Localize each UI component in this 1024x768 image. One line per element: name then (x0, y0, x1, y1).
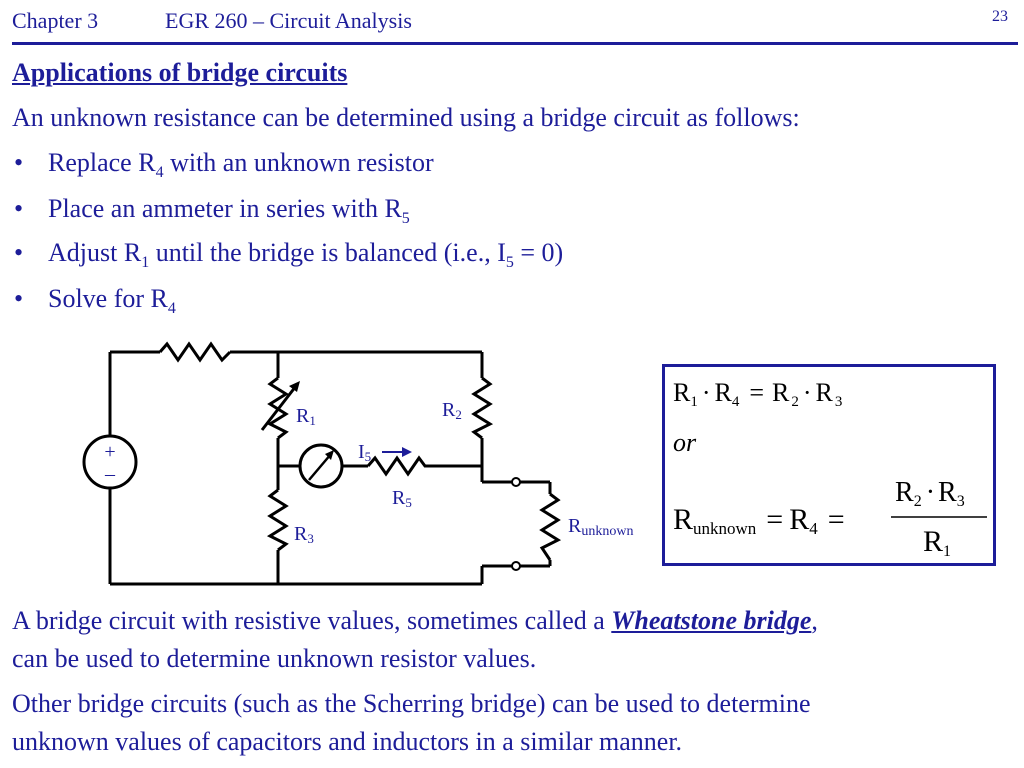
course-title: EGR 260 – Circuit Analysis (165, 8, 412, 33)
bullet-item: •Replace R4 with an unknown resistor (14, 148, 434, 182)
label-r3: R3 (294, 523, 314, 546)
source-plus: + (104, 441, 115, 463)
label-r5: R5 (392, 487, 412, 510)
other-bridges-paragraph: Other bridge circuits (such as the Scher… (12, 689, 811, 756)
bullet-item: •Place an ammeter in series with R5 (14, 194, 410, 228)
chapter-label: Chapter 3 (12, 8, 99, 33)
bullet-marker: • (14, 148, 24, 177)
terminal-bottom (511, 561, 521, 571)
source-minus: – (104, 463, 116, 485)
label-r2: R2 (442, 399, 462, 422)
bridge-circuit-diagram: + – R1 R2 R3 R5 I5 Runknown (82, 341, 633, 586)
variable-arrow-icon (260, 385, 298, 431)
label-runknown: Runknown (568, 515, 633, 539)
circuit-wires (108, 350, 552, 586)
header-rule (12, 42, 1018, 45)
slide-number: 23 (992, 8, 1008, 25)
bullet-marker: • (14, 284, 24, 313)
arrow-head-icon (289, 381, 300, 392)
wheatstone-term: Wheatstone bridge (611, 606, 812, 635)
wheatstone-paragraph: A bridge circuit with resistive values, … (12, 606, 818, 673)
fraction-denominator: R1 (923, 525, 951, 560)
voltage-source-icon (82, 434, 138, 490)
fraction-numerator: R2·R3 (895, 477, 965, 510)
terminal-top (511, 477, 521, 487)
resistor-r5 (366, 455, 430, 477)
bullet-marker: • (14, 194, 24, 223)
intro-text: An unknown resistance can be determined … (12, 103, 800, 132)
resistor-r3 (266, 488, 289, 552)
or-text: or (673, 428, 697, 457)
top-resistor (158, 341, 232, 363)
slide-title: Applications of bridge circuits (12, 58, 348, 87)
resistor-runknown (539, 492, 562, 561)
label-r1: R1 (296, 405, 316, 428)
label-i5: I5 (358, 441, 371, 464)
bullet-marker: • (14, 238, 24, 267)
resistor-r2 (471, 376, 494, 440)
ammeter-icon (298, 443, 344, 489)
equation-unknown: Runknown=R4= (673, 503, 845, 538)
bullet-item: •Solve for R4 (14, 284, 176, 318)
bullet-item: •Adjust R1 until the bridge is balanced … (14, 238, 564, 272)
